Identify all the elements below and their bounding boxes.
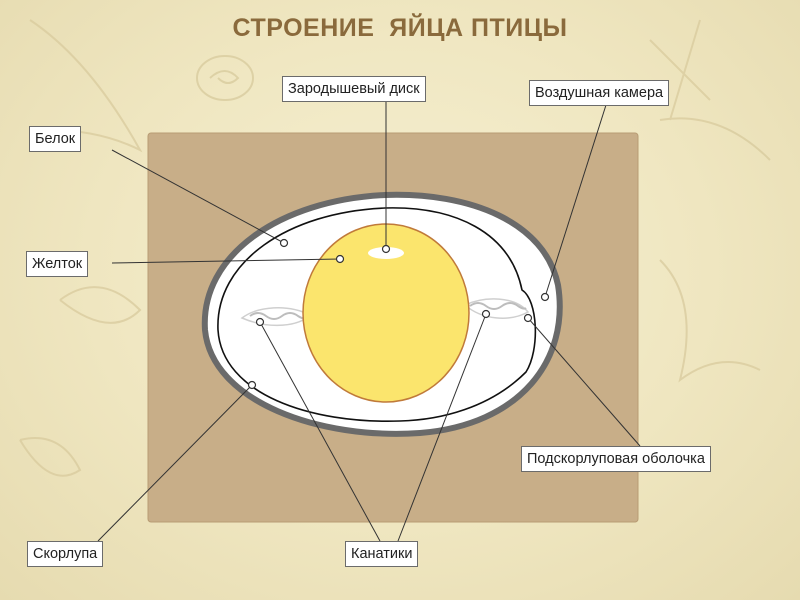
snail-sketch-icon <box>197 56 253 100</box>
dot-vozdush <box>542 294 549 301</box>
label-air-chamber: Воздушная камера <box>529 80 669 106</box>
dot-kanatiki-right <box>483 311 490 318</box>
dot-kanatiki-left <box>257 319 264 326</box>
label-chalazae: Канатики <box>345 541 418 567</box>
dot-zheltok <box>337 256 344 263</box>
label-germinal-disc: Зародышевый диск <box>282 76 426 102</box>
snail-spiral-icon <box>210 71 238 83</box>
dot-belok <box>281 240 288 247</box>
label-yolk: Желток <box>26 251 88 277</box>
shell-sketch-icon <box>20 438 80 476</box>
dot-podskorlup <box>525 315 532 322</box>
dot-skorlupa <box>249 382 256 389</box>
label-shell: Скорлупа <box>27 541 103 567</box>
label-shell-membrane: Подскорлуповая оболочка <box>521 446 711 472</box>
page-title: СТРОЕНИЕ ЯЙЦА ПТИЦЫ <box>0 14 800 43</box>
leaf-sketch-icon <box>60 287 140 323</box>
label-albumen: Белок <box>29 126 81 152</box>
dot-zarodysh <box>383 246 390 253</box>
plant-sketch-icon <box>660 260 760 380</box>
